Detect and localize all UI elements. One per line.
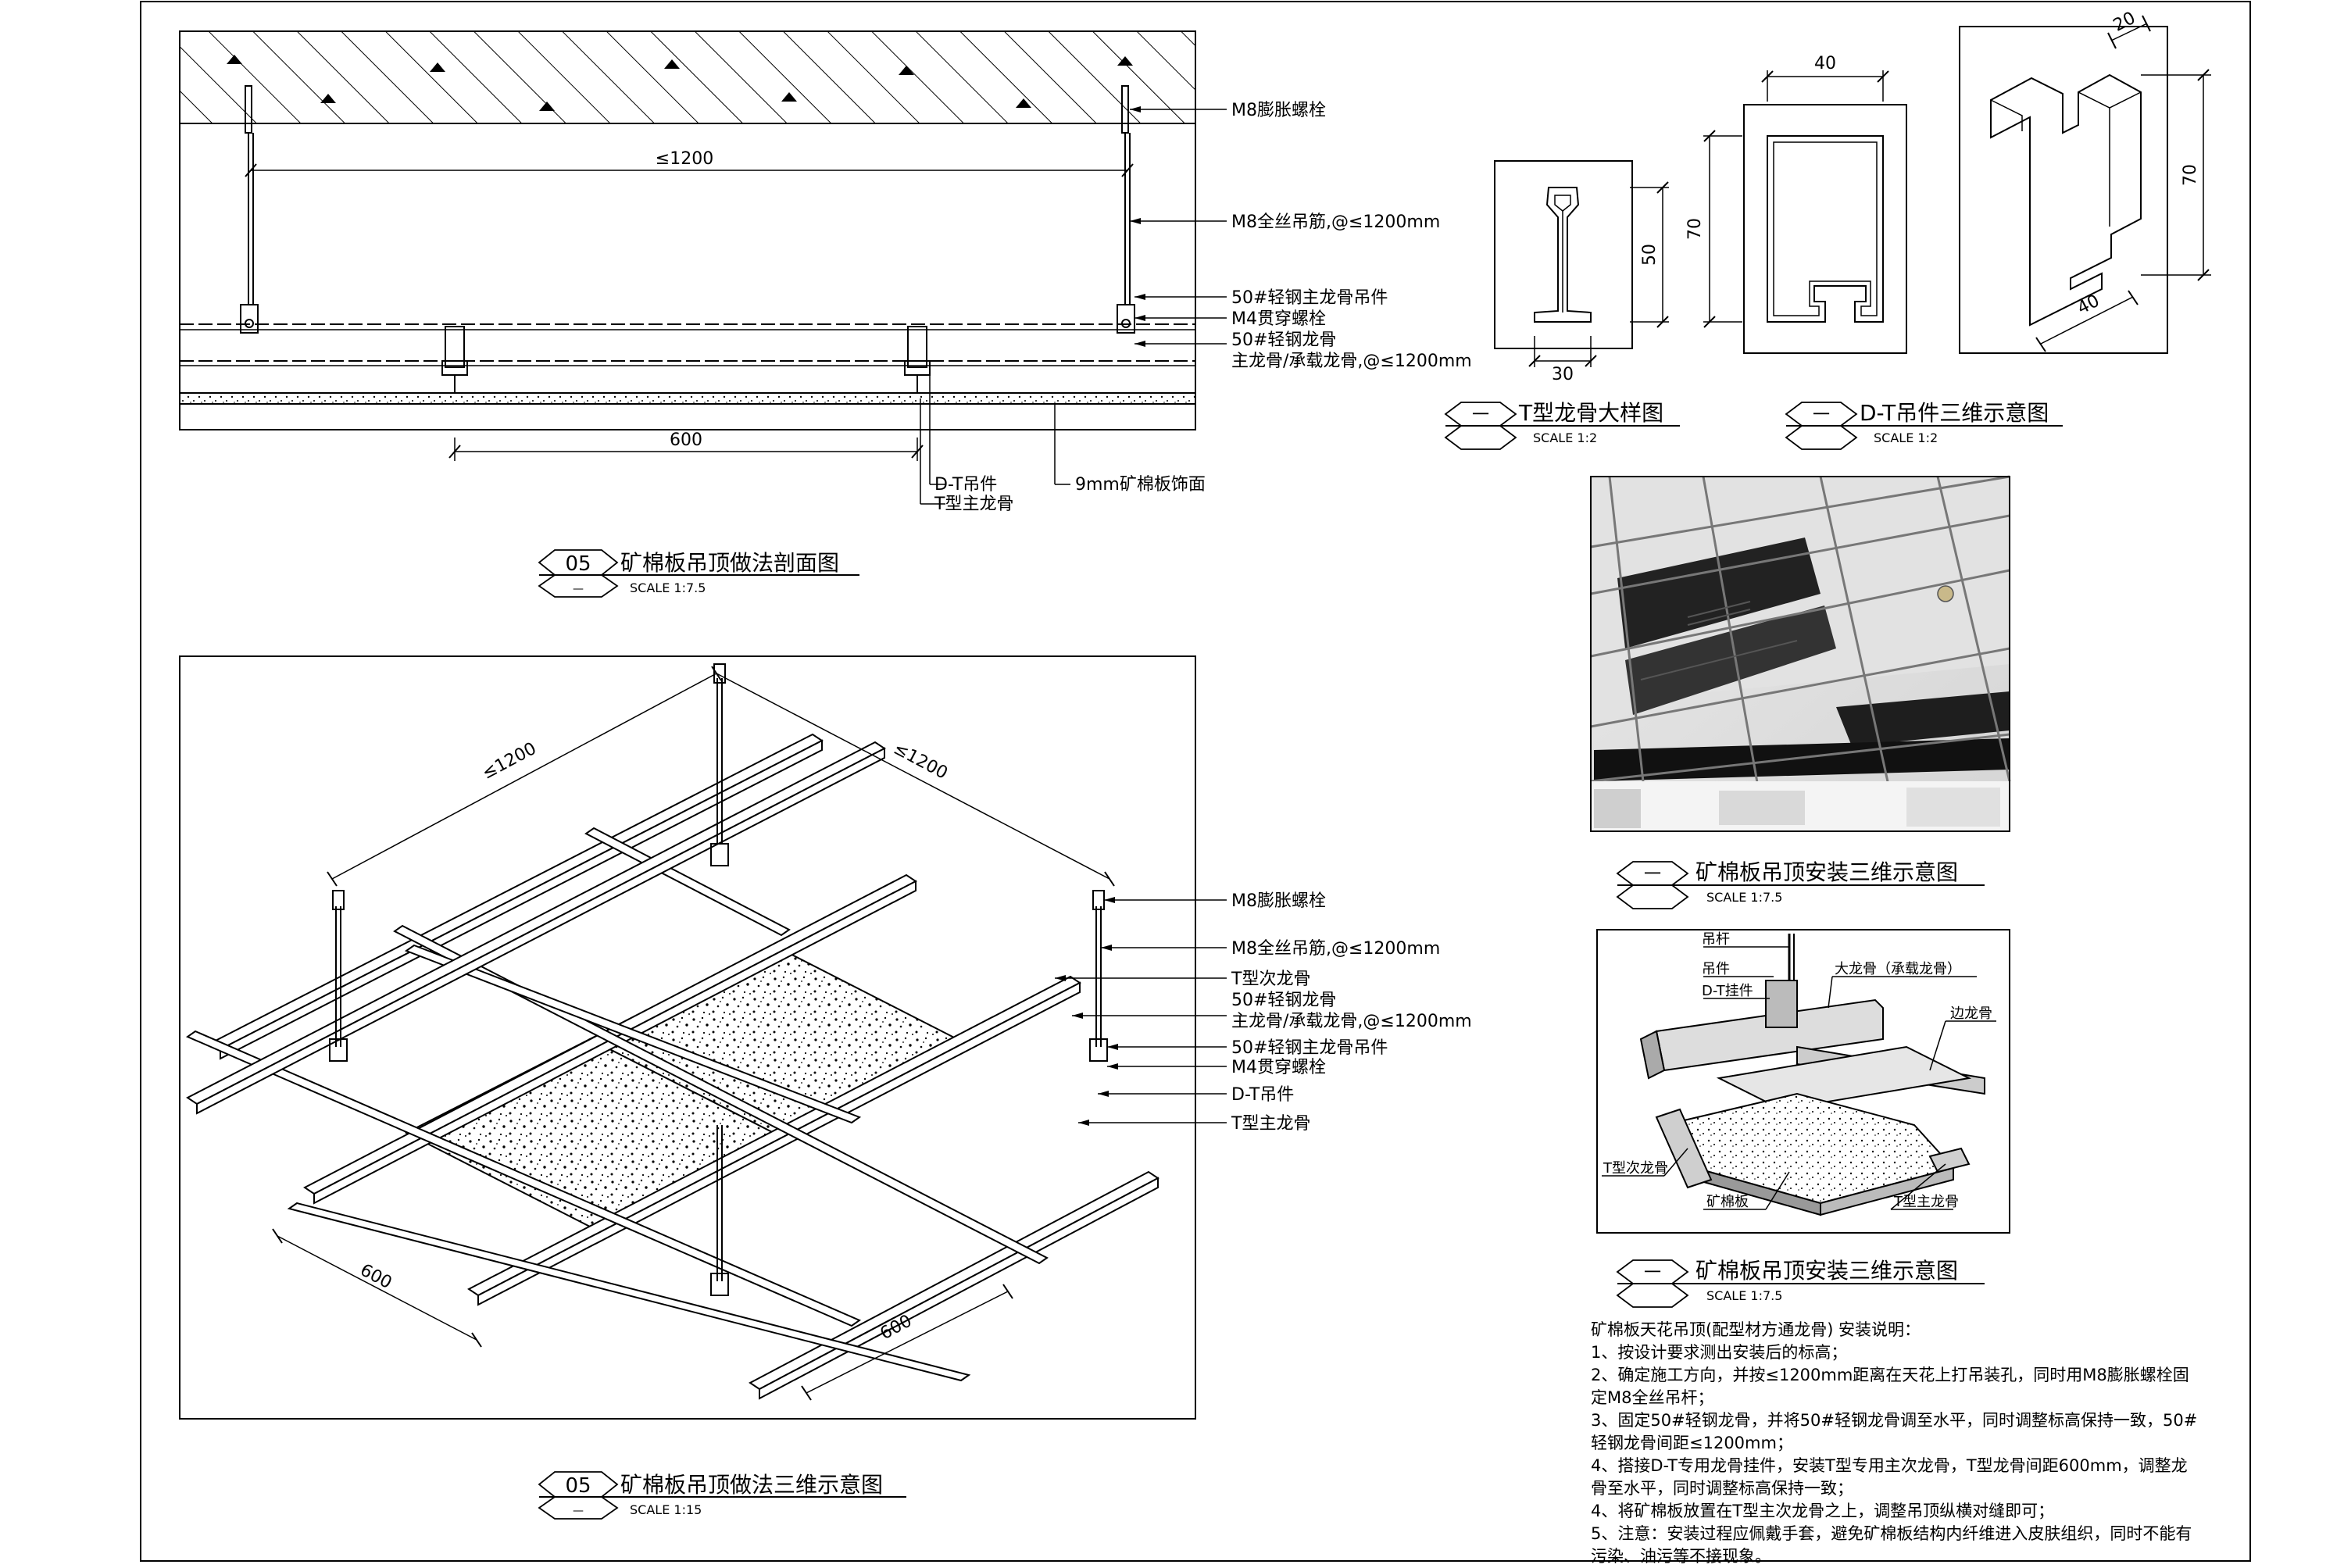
section-scale: SCALE 1:7.5 bbox=[630, 580, 706, 595]
dt-dim-h70: 70 bbox=[1685, 218, 1705, 240]
photo-title-block: 一 矿棉板吊顶安装三维示意图 SCALE 1:7.5 bbox=[1616, 859, 1985, 909]
section-label-keel-50: 50#轻钢龙骨 bbox=[1231, 330, 1336, 350]
section-title-block: 05 — 矿棉板吊顶做法剖面图 SCALE 1:7.5 bbox=[538, 549, 859, 598]
t-title-block: 一 T型龙骨大样图 SCALE 1:2 bbox=[1444, 400, 1680, 450]
iso-title: 矿棉板吊顶做法三维示意图 bbox=[620, 1472, 883, 1498]
install-label-hanger: 吊件 bbox=[1702, 961, 1730, 977]
dt-dim-w40: 40 bbox=[1814, 54, 1836, 73]
t-marker: 一 bbox=[1472, 405, 1489, 425]
dt-hanger-detail: 40 70 20 70 40 一 D-T吊件三维示意图 SCALE 1:2 bbox=[1685, 9, 2211, 450]
iso-label-keel-50: 50#轻钢龙骨 bbox=[1231, 991, 1336, 1010]
section-marker-sub: — bbox=[573, 583, 584, 595]
section-title: 矿棉板吊顶做法剖面图 bbox=[620, 550, 839, 576]
notes-line-3: 3、固定50#轻钢龙骨，并将50#轻钢龙骨调至水平，同时调整标高保持一致，50#… bbox=[1591, 1411, 2198, 1452]
notes-line-1: 1、按设计要求测出安装后的标高； bbox=[1591, 1343, 1848, 1362]
sheet-border bbox=[140, 1, 2251, 1562]
dt-title: D-T吊件三维示意图 bbox=[1860, 400, 2049, 426]
ceiling-photo: 一 矿棉板吊顶安装三维示意图 SCALE 1:7.5 bbox=[1590, 475, 2011, 909]
photo-marker: 一 bbox=[1644, 865, 1661, 884]
install-title-block: 一 矿棉板吊顶安装三维示意图 SCALE 1:7.5 bbox=[1616, 1258, 1985, 1308]
section-label-keel-50-b: 主龙骨/承载龙骨,@≤1200mm bbox=[1231, 352, 1472, 371]
t-dim-height: 50 bbox=[1640, 244, 1660, 266]
dt-dim-w20: 20 bbox=[2110, 9, 2139, 36]
install-marker: 一 bbox=[1644, 1263, 1661, 1283]
install-scale: SCALE 1:7.5 bbox=[1706, 1288, 1782, 1303]
iso-label-m8-bolt: M8膨胀螺栓 bbox=[1231, 891, 1326, 911]
notes-line-4: 4、搭接D-T专用龙骨挂件，安装T型专用主次龙骨，T型龙骨间距600mm，调整龙… bbox=[1591, 1456, 2188, 1498]
dt-dim-h70b: 70 bbox=[2181, 164, 2200, 186]
section-dim-span: ≤1200 bbox=[656, 149, 713, 169]
section-dim-module: 600 bbox=[670, 430, 702, 450]
iso-number: 05 bbox=[565, 1474, 591, 1498]
iso-label-t-main: T型主龙骨 bbox=[1231, 1114, 1310, 1134]
iso-dim-c: 600 bbox=[357, 1260, 395, 1293]
install-label-t-main: T型主龙骨 bbox=[1893, 1194, 1959, 1210]
section-label-t-main: T型主龙骨 bbox=[934, 495, 1013, 514]
iso-label-m8-rod: M8全丝吊筋,@≤1200mm bbox=[1231, 939, 1440, 959]
install-label-main: 大龙骨（承载龙骨） bbox=[1835, 961, 1961, 977]
iso-view: ≤1200 ≤1200 600 600 bbox=[179, 655, 1472, 1520]
notes-line-5: 4、将矿棉板放置在T型主次龙骨之上，调整吊顶纵横对缝即可； bbox=[1591, 1502, 2055, 1520]
install-label-board: 矿棉板 bbox=[1706, 1194, 1749, 1210]
install-label-rod: 吊杆 bbox=[1702, 931, 1730, 948]
t-keel-detail: 50 30 一 T型龙骨大样图 SCALE 1:2 bbox=[1444, 160, 1680, 450]
section-label-dt-hanger: D-T吊件 bbox=[934, 475, 997, 495]
dt-scale: SCALE 1:2 bbox=[1874, 430, 1938, 445]
iso-label-dt-hanger: D-T吊件 bbox=[1231, 1085, 1294, 1105]
notes-line-2: 2、确定施工方向，并按≤1200mm距离在天花上打吊装孔，同时用M8膨胀螺栓固定… bbox=[1591, 1366, 2189, 1407]
install-3d-view: 吊杆 吊件 D-T挂件 大龙骨（承载龙骨） 边龙骨 T型次龙骨 矿棉板 T型主龙… bbox=[1596, 929, 2010, 1308]
install-notes: 矿棉板天花吊顶(配型材方通龙骨) 安装说明： 1、按设计要求测出安装后的标高； … bbox=[1591, 1319, 2200, 1568]
iso-title-block: 05 — 矿棉板吊顶做法三维示意图 SCALE 1:15 bbox=[538, 1471, 906, 1520]
section-number: 05 bbox=[565, 552, 591, 576]
section-label-board: 9mm矿棉板饰面 bbox=[1075, 475, 1206, 495]
iso-scale: SCALE 1:15 bbox=[630, 1502, 702, 1517]
section-label-m4-bolt: M4贯穿螺栓 bbox=[1231, 309, 1326, 329]
section-label-m8-bolt: M8膨胀螺栓 bbox=[1231, 101, 1326, 120]
section-label-m8-rod: M8全丝吊筋,@≤1200mm bbox=[1231, 213, 1440, 232]
iso-label-m4-bolt: M4贯穿螺栓 bbox=[1231, 1058, 1326, 1077]
iso-marker-sub: — bbox=[573, 1505, 584, 1517]
iso-label-main-hanger: 50#轻钢主龙骨吊件 bbox=[1231, 1038, 1388, 1058]
dt-title-block: 一 D-T吊件三维示意图 SCALE 1:2 bbox=[1785, 400, 2063, 450]
iso-label-t-sub: T型次龙骨 bbox=[1231, 970, 1310, 989]
iso-label-keel-50-b: 主龙骨/承载龙骨,@≤1200mm bbox=[1231, 1012, 1472, 1031]
install-label-dt: D-T挂件 bbox=[1702, 983, 1753, 999]
dt-marker: 一 bbox=[1813, 405, 1830, 425]
notes-title: 矿棉板天花吊顶(配型材方通龙骨) 安装说明： bbox=[1591, 1320, 1921, 1339]
iso-dim-a: ≤1200 bbox=[479, 739, 539, 784]
install-label-t-sub: T型次龙骨 bbox=[1603, 1160, 1668, 1177]
photo-title: 矿棉板吊顶安装三维示意图 bbox=[1695, 859, 1958, 885]
install-label-edge: 边龙骨 bbox=[1950, 1005, 1992, 1022]
t-dim-width: 30 bbox=[1552, 365, 1574, 384]
section-view: ≤1200 600 M8膨胀螺栓 M8全丝 bbox=[179, 30, 1472, 598]
t-scale: SCALE 1:2 bbox=[1533, 430, 1597, 445]
install-title: 矿棉板吊顶安装三维示意图 bbox=[1695, 1258, 1958, 1284]
section-label-main-hanger: 50#轻钢主龙骨吊件 bbox=[1231, 288, 1388, 308]
notes-line-6: 5、注意：安装过程应佩戴手套，避免矿棉板结构内纤维进入皮肤组织，同时不能有污染、… bbox=[1591, 1524, 2192, 1566]
t-title: T型龙骨大样图 bbox=[1518, 400, 1663, 426]
iso-dim-b: ≤1200 bbox=[890, 739, 950, 784]
photo-scale: SCALE 1:7.5 bbox=[1706, 890, 1782, 905]
